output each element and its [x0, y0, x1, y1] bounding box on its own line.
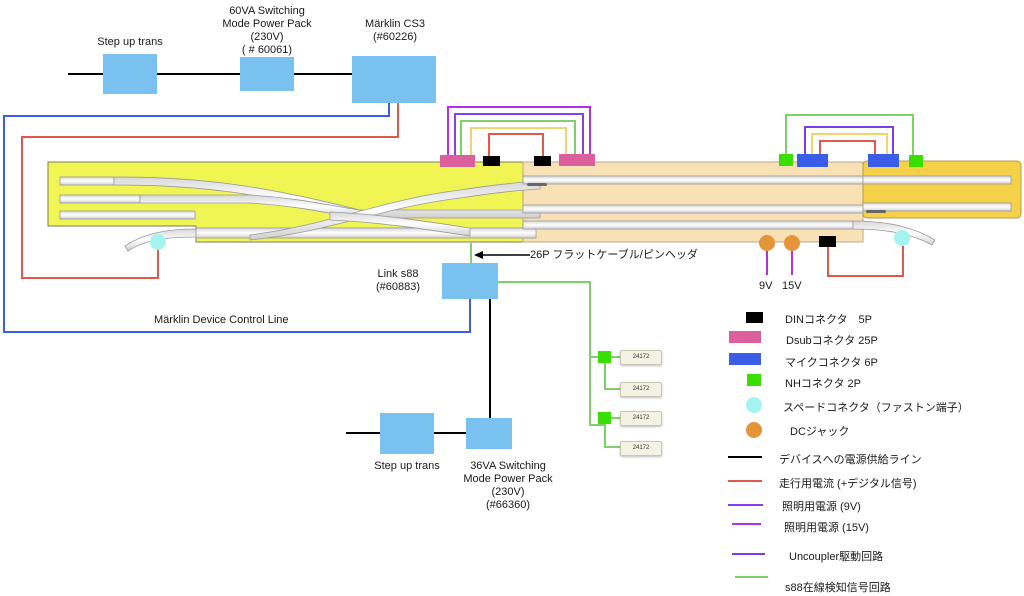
- step-up-trans-bottom-label: Step up trans: [374, 460, 440, 472]
- pack-36va-line-3: (230V): [491, 486, 525, 498]
- legend-uncoupler-label: Uncoupler駆動回路: [789, 551, 884, 563]
- pack-60va-label: 60VA Switching Mode Power Pack (230V) ( …: [210, 5, 324, 57]
- link-s88-line-2: (#60883): [375, 281, 421, 293]
- spade-connector-right: [894, 230, 910, 246]
- legend-power-line-label: デバイスへの電源供給ライン: [779, 454, 922, 466]
- pack-60va-line-4: ( # 60061): [241, 44, 293, 56]
- cs3-box: [352, 56, 436, 103]
- legend-s88-label: s88在線検知信号回路: [785, 582, 891, 594]
- s88-sensor: 24172: [620, 350, 662, 365]
- pack-60va-line-2: Mode Power Pack: [222, 18, 312, 30]
- din-connector-left-b: [534, 156, 551, 166]
- link-s88-box: [442, 263, 498, 299]
- uncoupler-1: [527, 183, 547, 186]
- board-middle: [522, 161, 864, 243]
- s88-sensor: 24172: [620, 382, 662, 397]
- pack-60va-line-3: (230V): [250, 31, 284, 43]
- aux-wire-left: [470, 127, 567, 156]
- arrow-left-icon: [474, 251, 483, 259]
- spade-connector-icon: [746, 397, 762, 413]
- legend-light-15v-label: 照明用電源 (15V): [784, 522, 869, 534]
- light-15v-wire-left: [447, 106, 591, 156]
- pack-60va-box: [240, 57, 294, 91]
- legend-dsub-label: Dsubコネクタ 25P: [786, 335, 878, 347]
- s88-bus-line: [498, 281, 604, 426]
- s88-wire-right: [785, 114, 914, 156]
- track-layout: [59, 175, 1012, 252]
- mic-connector-right-a: [797, 154, 828, 167]
- control-line-label: Märklin Device Control Line: [154, 314, 289, 326]
- track-current-wire-bottom-right: [827, 246, 904, 277]
- cs3-label: Märklin CS3 (#60226): [345, 18, 445, 44]
- s88-wire-left: [460, 120, 576, 156]
- dsub-connector-left-a: [440, 155, 475, 167]
- pack-36va-label: 36VA Switching Mode Power Pack (230V) (#…: [446, 460, 570, 512]
- nh-connector-right-a: [779, 154, 793, 166]
- din-connector-bottom: [819, 236, 836, 247]
- dc-jack-15v: [784, 235, 800, 251]
- cs3-line-1: Märklin CS3: [365, 18, 425, 30]
- track-current-wire-right: [819, 140, 876, 156]
- din-connector-left-a: [483, 156, 500, 166]
- legend-dc-jack-label: DCジャック: [790, 426, 850, 438]
- step-up-trans-bottom-box: [380, 413, 434, 454]
- pack-60va-line-1: 60VA Switching: [229, 5, 305, 17]
- legend-nh-label: NHコネクタ 2P: [785, 378, 861, 390]
- legend-light-9v-label: 照明用電源 (9V): [782, 501, 861, 513]
- jack-15v-label: 15V: [782, 280, 802, 292]
- pack-36va-box: [466, 418, 512, 449]
- dc-jack-9v: [759, 235, 775, 251]
- s88-sensor-wire-4: [604, 421, 620, 448]
- track-current-line-cs3: [21, 103, 399, 279]
- pack-36va-line-4: (#66360): [485, 499, 531, 511]
- flat-cable-label: 26P フラットケーブル/ピンヘッダ: [530, 249, 698, 261]
- legend-track-current-label: 走行用電流 (+デジタル信号): [779, 478, 917, 490]
- pack-36va-line-1: 36VA Switching: [470, 460, 546, 472]
- legend-din-label: DINコネクタ 5P: [785, 314, 872, 326]
- legend-spade-label: スペードコネクタ（ファストン端子）: [783, 402, 969, 414]
- legend-mic-label: マイクコネクタ 6P: [785, 357, 878, 369]
- nh-connector-right-b: [909, 155, 923, 167]
- uncoupler-2: [866, 210, 886, 213]
- device-control-line: [3, 103, 471, 333]
- nh-connector-s88-a: [598, 351, 611, 363]
- s88-sensor-wire-2: [604, 360, 620, 390]
- link-s88-label: Link s88 (#60883): [358, 268, 438, 294]
- s88-sensor: 24172: [620, 411, 662, 426]
- dc-jack-icon: [746, 422, 762, 438]
- cs3-line-2: (#60226): [372, 31, 418, 43]
- jack-9v-label: 9V: [759, 280, 773, 292]
- dsub-connector-icon: [729, 331, 761, 343]
- spade-connector-left: [150, 234, 166, 250]
- track-current-wire-left: [488, 133, 544, 156]
- light-9v-wire-left: [454, 113, 584, 156]
- din-connector-icon: [746, 312, 763, 323]
- dsub-connector-left-b: [559, 154, 595, 166]
- nh-connector-icon: [747, 374, 761, 386]
- step-up-trans-top-box: [103, 54, 157, 94]
- pack-36va-line-2: Mode Power Pack: [463, 473, 553, 485]
- mic-connector-icon: [729, 353, 761, 365]
- s88-sensor: 24172: [620, 441, 662, 456]
- uncoupler-wire-right: [804, 126, 894, 156]
- aux-wire-right: [811, 133, 888, 156]
- nh-connector-s88-b: [598, 412, 611, 424]
- step-up-trans-top-label: Step up trans: [97, 36, 163, 48]
- link-s88-line-1: Link s88: [377, 268, 419, 280]
- mic-connector-right-b: [868, 154, 899, 167]
